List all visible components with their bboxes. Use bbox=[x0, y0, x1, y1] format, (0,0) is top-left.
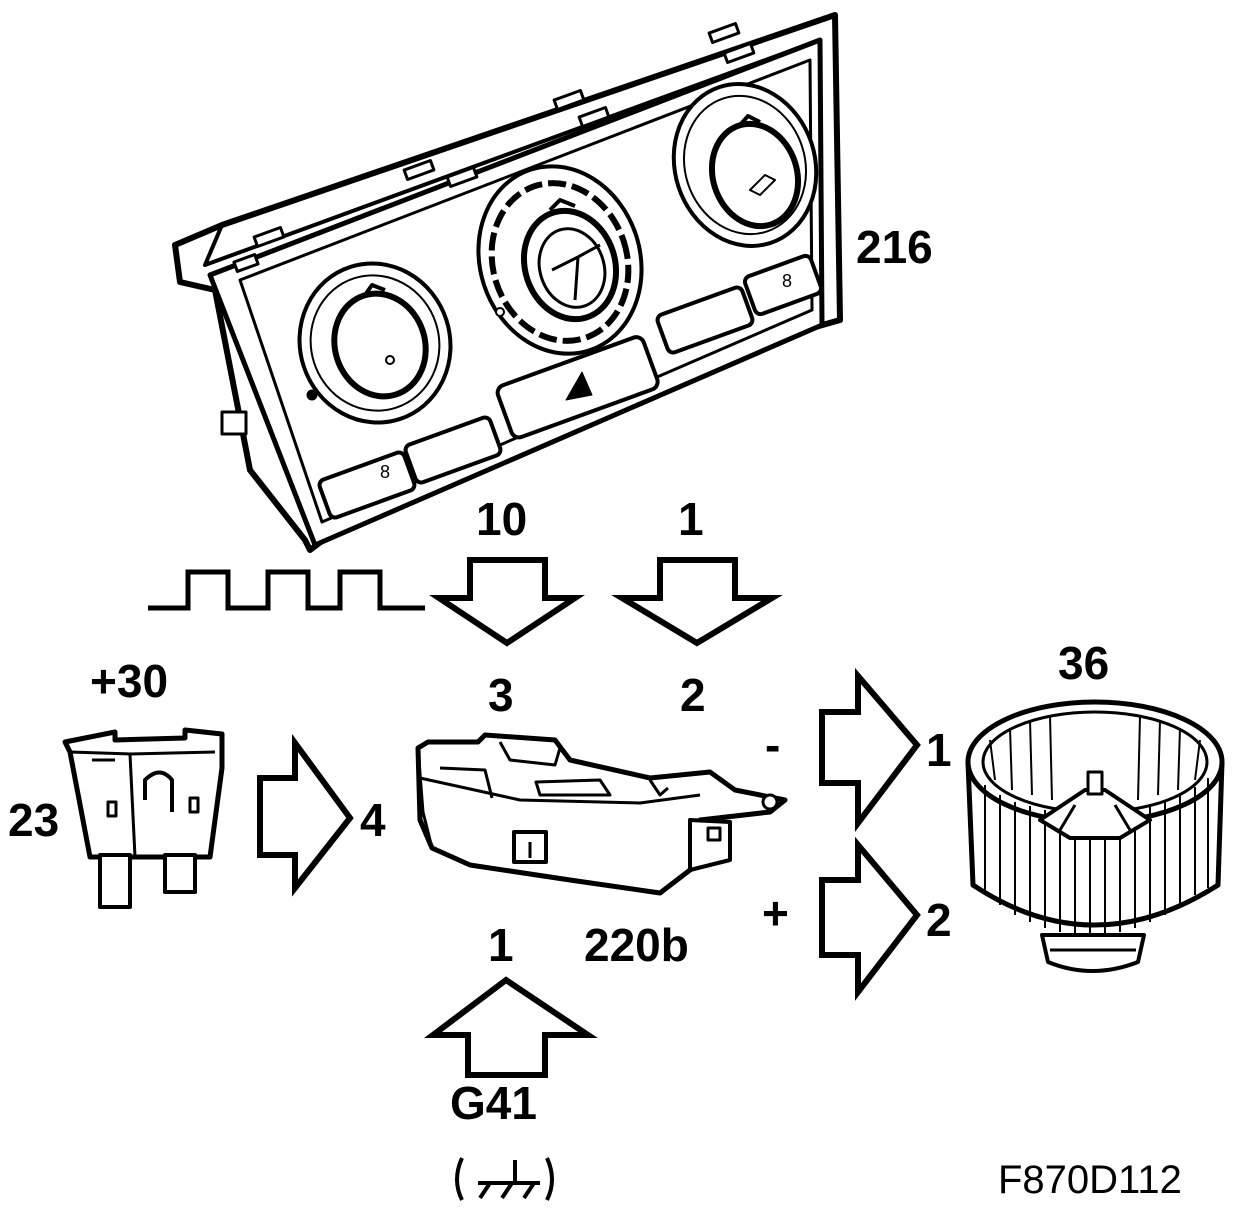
figure-code-label: F870D112 bbox=[998, 1158, 1182, 1202]
fuse bbox=[62, 727, 225, 909]
control-panel-ref-label: 216 bbox=[856, 221, 933, 273]
svg-text:8: 8 bbox=[782, 271, 792, 291]
module-pin-3-label: 3 bbox=[488, 669, 514, 721]
motor-pin-1-label: 1 bbox=[926, 724, 952, 776]
arrow-ground-to-module bbox=[424, 976, 598, 1078]
module-pin-2-label: 2 bbox=[680, 669, 706, 721]
climate-control-panel: 8 8 bbox=[172, 12, 843, 553]
arrow-module-to-motor-positive bbox=[819, 836, 921, 1001]
blower-motor-ref-label: 36 bbox=[1058, 637, 1110, 689]
blower-motor bbox=[965, 699, 1225, 973]
ground-ref-label: G41 bbox=[450, 1077, 537, 1129]
svg-text:8: 8 bbox=[380, 462, 390, 482]
arrow-fuse-to-module bbox=[257, 733, 354, 897]
blower-resistor-module bbox=[415, 732, 788, 896]
motor-positive-sign: + bbox=[762, 887, 789, 939]
module-pin-1-label: 1 bbox=[488, 919, 514, 971]
motor-pin-2-label: 2 bbox=[926, 894, 952, 946]
fuse-supply-label: +30 bbox=[90, 655, 169, 707]
ground-symbol bbox=[455, 1157, 554, 1201]
arrow-signal-to-module bbox=[429, 557, 585, 647]
module-pin-4-label: 4 bbox=[360, 794, 386, 846]
motor-negative-sign: - bbox=[765, 719, 781, 771]
resistor-module-ref-label: 220b bbox=[584, 919, 689, 971]
feed-in-pin-label: 1 bbox=[678, 493, 704, 545]
arrow-feed-to-module bbox=[611, 557, 783, 647]
fuse-ref-label: 23 bbox=[8, 794, 60, 846]
signal-in-pin-label: 10 bbox=[476, 493, 528, 545]
pwm-signal-waveform bbox=[148, 569, 425, 611]
arrow-module-to-motor-negative bbox=[819, 667, 921, 832]
